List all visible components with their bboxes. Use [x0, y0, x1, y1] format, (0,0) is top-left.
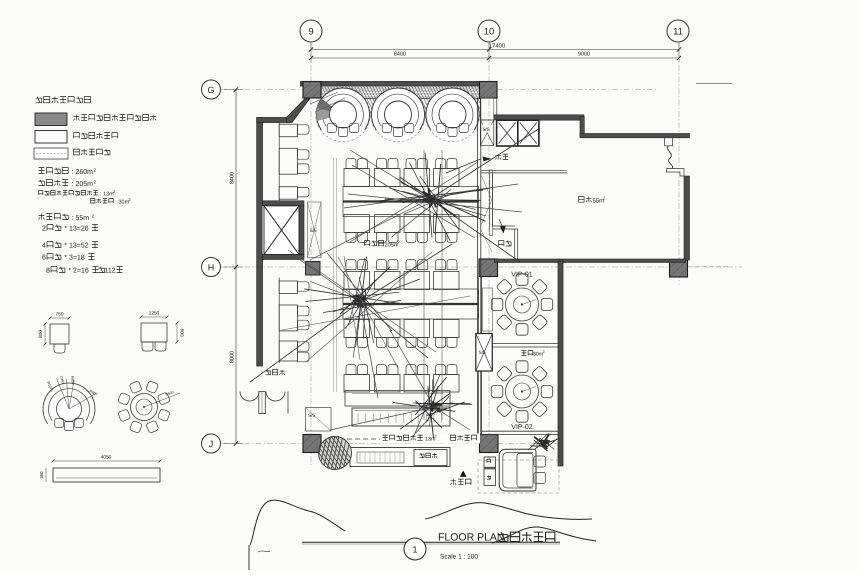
svg-text:G: G	[207, 85, 214, 95]
svg-text:2: 2	[543, 350, 545, 354]
svg-text:350: 350	[39, 471, 44, 479]
svg-text:2: 2	[435, 435, 437, 439]
svg-text:11: 11	[673, 27, 683, 38]
svg-text:8400: 8400	[394, 52, 406, 58]
svg-text:* 3=18: * 3=18	[64, 255, 85, 262]
svg-text:* 2=16: * 2=16	[68, 268, 89, 275]
svg-text:6: 6	[42, 255, 46, 262]
svg-text:: 205m: : 205m	[72, 181, 94, 188]
svg-text:: 55m: : 55m	[72, 215, 90, 222]
svg-text:2: 2	[42, 226, 46, 233]
svg-text:VIP-02: VIP-02	[511, 424, 533, 431]
svg-text:8000: 8000	[230, 351, 236, 363]
svg-text:5/5: 5/5	[310, 228, 317, 234]
svg-text:S/5: S/5	[308, 413, 316, 419]
svg-text:9000: 9000	[578, 52, 590, 58]
svg-text:H: H	[208, 262, 215, 272]
svg-text:8: 8	[46, 268, 50, 275]
svg-text:112: 112	[105, 268, 116, 275]
svg-text:J: J	[209, 439, 214, 449]
svg-text:* 13=52: * 13=52	[64, 243, 88, 250]
svg-text:9: 9	[308, 27, 313, 38]
svg-text:10: 10	[484, 27, 495, 38]
svg-text:VIP-01: VIP-01	[511, 272, 533, 279]
svg-text:* 13=26: * 13=26	[64, 226, 88, 233]
svg-text:800: 800	[179, 328, 185, 336]
svg-text:: 260m: : 260m	[72, 169, 94, 176]
svg-text:4: 4	[42, 243, 46, 250]
svg-text:750: 750	[55, 312, 63, 318]
svg-text:4050: 4050	[101, 455, 112, 461]
svg-text:1250: 1250	[149, 311, 160, 317]
svg-text:800: 800	[38, 330, 44, 338]
svg-text:1: 1	[412, 545, 417, 555]
svg-text:8400: 8400	[230, 172, 236, 184]
svg-text:S/5: S/5	[479, 350, 487, 356]
svg-text:Scale 1 : 100: Scale 1 : 100	[440, 554, 478, 561]
svg-text:5/S: 5/S	[483, 127, 490, 133]
svg-text:17400: 17400	[489, 43, 506, 50]
